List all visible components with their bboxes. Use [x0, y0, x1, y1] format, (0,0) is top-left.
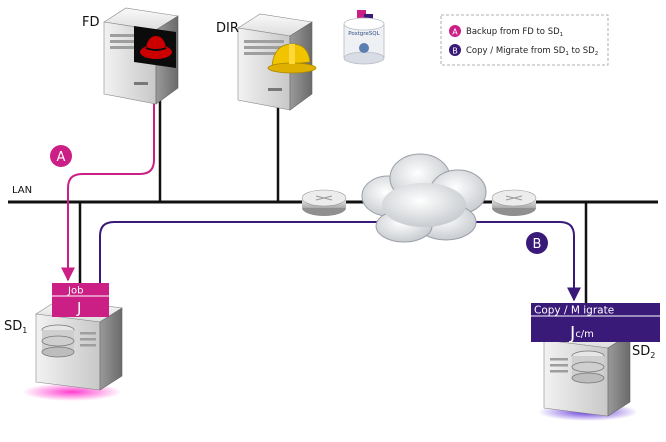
legend-item-a-text: Backup from FD to SD: [466, 27, 560, 37]
svg-text:SD2: SD2: [632, 344, 655, 360]
fd-label: FD: [82, 15, 100, 30]
router-icon: [491, 189, 537, 216]
svg-text:Backup from FD to SD1: Backup from FD to SD1: [466, 27, 563, 38]
legend: A Backup from FD to SD1 B Copy / Migrate…: [440, 14, 609, 66]
backup-path-a: [61, 82, 155, 282]
marker-b: [526, 232, 548, 254]
sd2-label-sub: 2: [650, 351, 655, 360]
sd1-label-sub: 1: [22, 326, 27, 335]
legend-marker-b-letter: B: [452, 47, 458, 56]
job-box-letter: J: [76, 299, 81, 317]
legend-marker-a: [449, 25, 461, 37]
svg-text:SD1: SD1: [4, 319, 27, 335]
copy-box-letter: J: [569, 323, 575, 344]
legend-marker-b: [449, 44, 461, 56]
marker-a: [50, 145, 72, 167]
redhat-hat-icon: [134, 26, 176, 68]
job-box: Job J: [52, 283, 109, 317]
database-label: PostgreSQL: [348, 31, 380, 37]
lan-label: LAN: [12, 185, 32, 196]
marker-a-letter: A: [57, 150, 66, 165]
sd1-label: SD: [4, 319, 22, 334]
database-icon: [343, 10, 385, 65]
copy-box-sub: c/m: [575, 329, 594, 340]
sd2-server: [543, 325, 631, 417]
disk-stack-icon: [41, 324, 75, 358]
legend-item-a-sub: 1: [560, 32, 564, 38]
job-box-title: Job: [67, 286, 83, 297]
legend-item-b-sub1: 1: [565, 51, 569, 57]
router-icon: [301, 189, 347, 216]
svg-text:Copy / Migrate from SD1 to SD2: Copy / Migrate from SD1 to SD2: [466, 46, 598, 57]
marker-b-letter: B: [533, 237, 542, 252]
legend-marker-a-letter: A: [452, 28, 458, 37]
legend-item-b-sub2: 2: [595, 51, 599, 57]
svg-text:Jc/m: Jc/m: [569, 323, 594, 344]
legend-item-b-text-mid: to SD: [569, 46, 595, 56]
cloud-icon: [361, 153, 487, 243]
copy-migrate-box: Copy / M igrate Jc/m: [531, 303, 660, 344]
disk-stack-icon: [571, 350, 605, 384]
sd2-label: SD: [632, 344, 650, 359]
copy-path-b: [99, 221, 581, 302]
dir-server: [237, 13, 317, 111]
dir-label: DIR: [216, 21, 239, 36]
copy-box-title: Copy / M igrate: [534, 305, 614, 317]
legend-item-b-text-pre: Copy / Migrate from SD: [466, 46, 566, 56]
hard-hat-icon: [267, 43, 317, 74]
fd-server: [103, 7, 179, 105]
